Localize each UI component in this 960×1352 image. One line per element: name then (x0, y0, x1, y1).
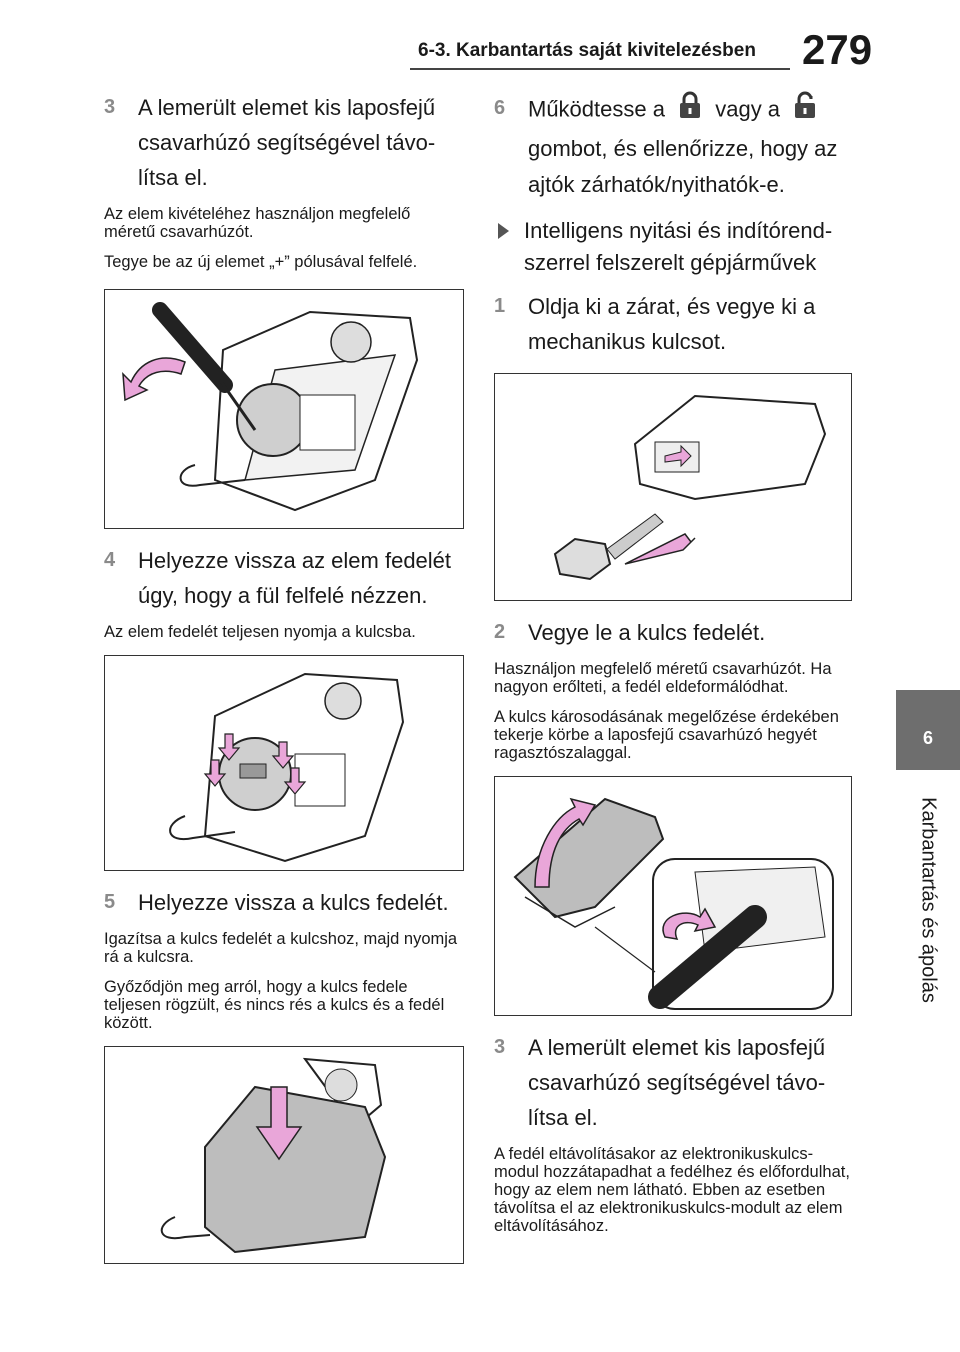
step-5-left: 5 Helyezze vissza a kulcs fedelét. (104, 885, 464, 920)
figure-battery-cover (104, 655, 464, 871)
vehicle-variant-bullet: Intelligens nyitási és indítórend­szerre… (494, 215, 854, 279)
chapter-title-vertical: Karbantartás és ápolás (868, 780, 960, 1020)
step-1-right: 1 Oldja ki a zárat, és vegye ki a mechan… (494, 289, 854, 359)
step-text: Vegye le a kulcs fedelét. (528, 620, 766, 645)
note: Az elem fedelét teljesen nyomja a kulcsb… (104, 623, 416, 641)
step-number: 4 (104, 549, 116, 571)
step-text-pre: Működtesse a (528, 96, 665, 122)
bullet-text: Intelligens nyitási és indítórend­szerre… (524, 218, 833, 275)
step-number: 6 (494, 97, 506, 119)
note: A kulcs károsodásának megelőzése érdekéb… (494, 708, 839, 762)
unlock-icon (792, 90, 818, 131)
step-text-mid: vagy a (715, 96, 781, 122)
left-column: 3 A lemerült elemet kis laposfejű csavar… (104, 90, 464, 1278)
step-text: Helyezze vissza az elem fedelét úgy, hog… (138, 548, 452, 608)
figure-mechanical-key (494, 373, 852, 601)
step-text: A lemerült elemet kis laposfejű csavarhú… (528, 1035, 826, 1130)
step-text: Helyezze vissza a kulcs fedelét. (138, 890, 449, 915)
step-text-post: gombot, és ellenőrizze, hogy az ajtók zá… (528, 136, 838, 197)
step-3-right: 3 A lemerült elemet kis laposfejű csavar… (494, 1030, 854, 1135)
step-number: 3 (104, 96, 116, 118)
triangle-bullet-icon (498, 223, 509, 239)
step-text: A lemerült elemet kis laposfejű csavarhú… (138, 95, 436, 190)
lock-icon (677, 90, 703, 131)
step-3-left: 3 A lemerült elemet kis laposfejű csavar… (104, 90, 464, 195)
note: Használjon megfelelő méretű csavar­húzót… (494, 660, 832, 696)
step-2-right: 2 Vegye le a kulcs fedelét. (494, 615, 854, 650)
step-6-right: 6 Működtesse a vagy a gombot, és ellenőr… (494, 90, 854, 203)
note: A fedél eltávolításakor az elektronikus­… (494, 1145, 850, 1235)
right-column: 6 Működtesse a vagy a gombot, és ellenőr… (494, 90, 854, 1247)
section-title: 6-3. Karbantartás saját kivitelezésben (418, 40, 756, 61)
chapter-tab: 6 (896, 690, 960, 770)
step-number: 2 (494, 621, 506, 643)
note: Igazítsa a kulcs fedelét a kulcshoz, maj… (104, 930, 458, 966)
header-divider (410, 68, 790, 70)
note: Tegye be az új elemet „+” pólusával fel­… (104, 253, 418, 271)
figure-key-cover (104, 1046, 464, 1264)
note: Győződjön meg arról, hogy a kulcs fedele… (104, 978, 445, 1032)
figure-remove-cover (494, 776, 852, 1016)
chapter-number: 6 (922, 728, 933, 748)
page-number: 279 (802, 26, 873, 73)
step-number: 5 (104, 891, 116, 913)
step-number: 3 (494, 1036, 506, 1058)
step-text: Oldja ki a zárat, és vegye ki a mechanik… (528, 294, 816, 354)
step-number: 1 (494, 295, 506, 317)
chapter-title: Karbantartás és ápolás (917, 797, 940, 1003)
note: Az elem kivételéhez használjon megfe­lel… (104, 205, 411, 241)
figure-remove-battery (104, 289, 464, 529)
step-4-left: 4 Helyezze vissza az elem fedelét úgy, h… (104, 543, 464, 613)
